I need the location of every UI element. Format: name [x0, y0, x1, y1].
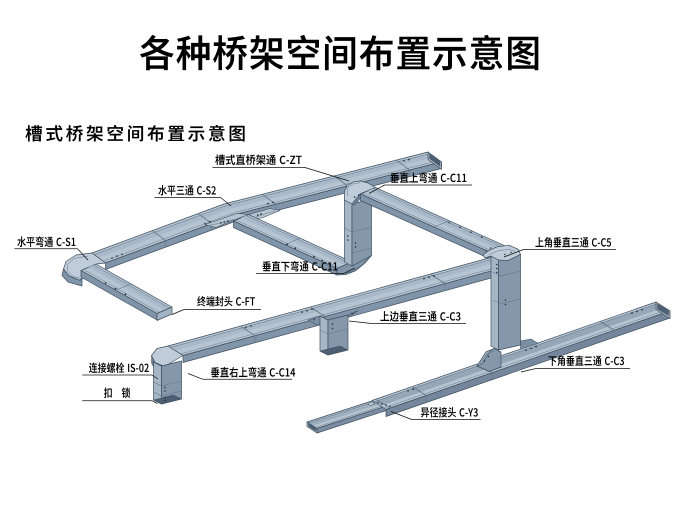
leader-c-c11b: [256, 267, 356, 274]
label-text-c-s2: 水平三通 C-S2: [158, 185, 231, 198]
label-text-c-c3t: 上边垂直三通 C-C3: [380, 310, 476, 324]
label-text-c-zt: 槽式直桥架通 C-ZT: [215, 153, 311, 167]
leader-c-s1: [14, 248, 89, 261]
tray-corner-cc5-post: [482, 244, 521, 351]
tray-bend-cc11-upper: [344, 180, 376, 206]
leader-c-ft: [171, 309, 261, 315]
label-text-c-c14: 垂直右上弯通 C-C14: [211, 366, 314, 380]
label-text-c-c11t: 垂直上弯通 C-C11: [390, 171, 481, 185]
tray-bottom-run: [306, 301, 671, 434]
label-text-c-c11b: 垂直下弯通 C-C11: [262, 260, 353, 274]
leader-c-c14: [187, 373, 292, 380]
tray-riser-middle: [344, 198, 372, 267]
tray-open-end-east: [427, 151, 442, 170]
subtitle: 槽式桥架空间布置示意图: [25, 124, 219, 144]
label-text-kousuo: 扣 锁: [104, 386, 138, 400]
leader-c-y3: [390, 411, 481, 420]
leader-c-c5: [503, 249, 616, 258]
label-text-c-ft: 终端封头 C-FT: [197, 295, 270, 309]
tray-branch-run: [233, 214, 353, 276]
label-text-is02: 连接螺栓 IS-02: [89, 361, 164, 375]
tray-tee-cc3-lower: [476, 338, 539, 372]
leader-lines: [14, 167, 630, 420]
tray-structure: [61, 151, 671, 434]
label-text-c-c3b: 下角垂直三通 C-C3: [548, 354, 644, 368]
leader-kousuo: [82, 400, 158, 404]
tray-stub-endcap-cft: [80, 263, 173, 321]
label-text-c-s1: 水平弯通 C-S1: [17, 235, 90, 249]
label-text-c-y3: 异径接头 C-Y3: [421, 407, 494, 420]
tray-bend-cc14-post: [151, 345, 184, 405]
label-text-c-c5: 上角垂直三通 C-C5: [535, 236, 631, 250]
leader-c-s2: [154, 197, 232, 207]
tray-run-to-cc5: [360, 187, 512, 262]
page-title: 各种桥架空间布置示意图: [139, 33, 568, 76]
leader-is02: [82, 374, 159, 380]
leader-c-c11t: [368, 184, 472, 194]
leader-c-zt: [212, 167, 350, 182]
tray-reducer-cy3: [367, 308, 643, 409]
tray-corner-cs1: [61, 252, 106, 287]
tray-tee-cs2: [204, 208, 281, 228]
tray-tee-cc3-upper: [307, 310, 359, 356]
leader-c-c3t: [348, 320, 466, 324]
leader-c-c3b: [520, 368, 630, 373]
